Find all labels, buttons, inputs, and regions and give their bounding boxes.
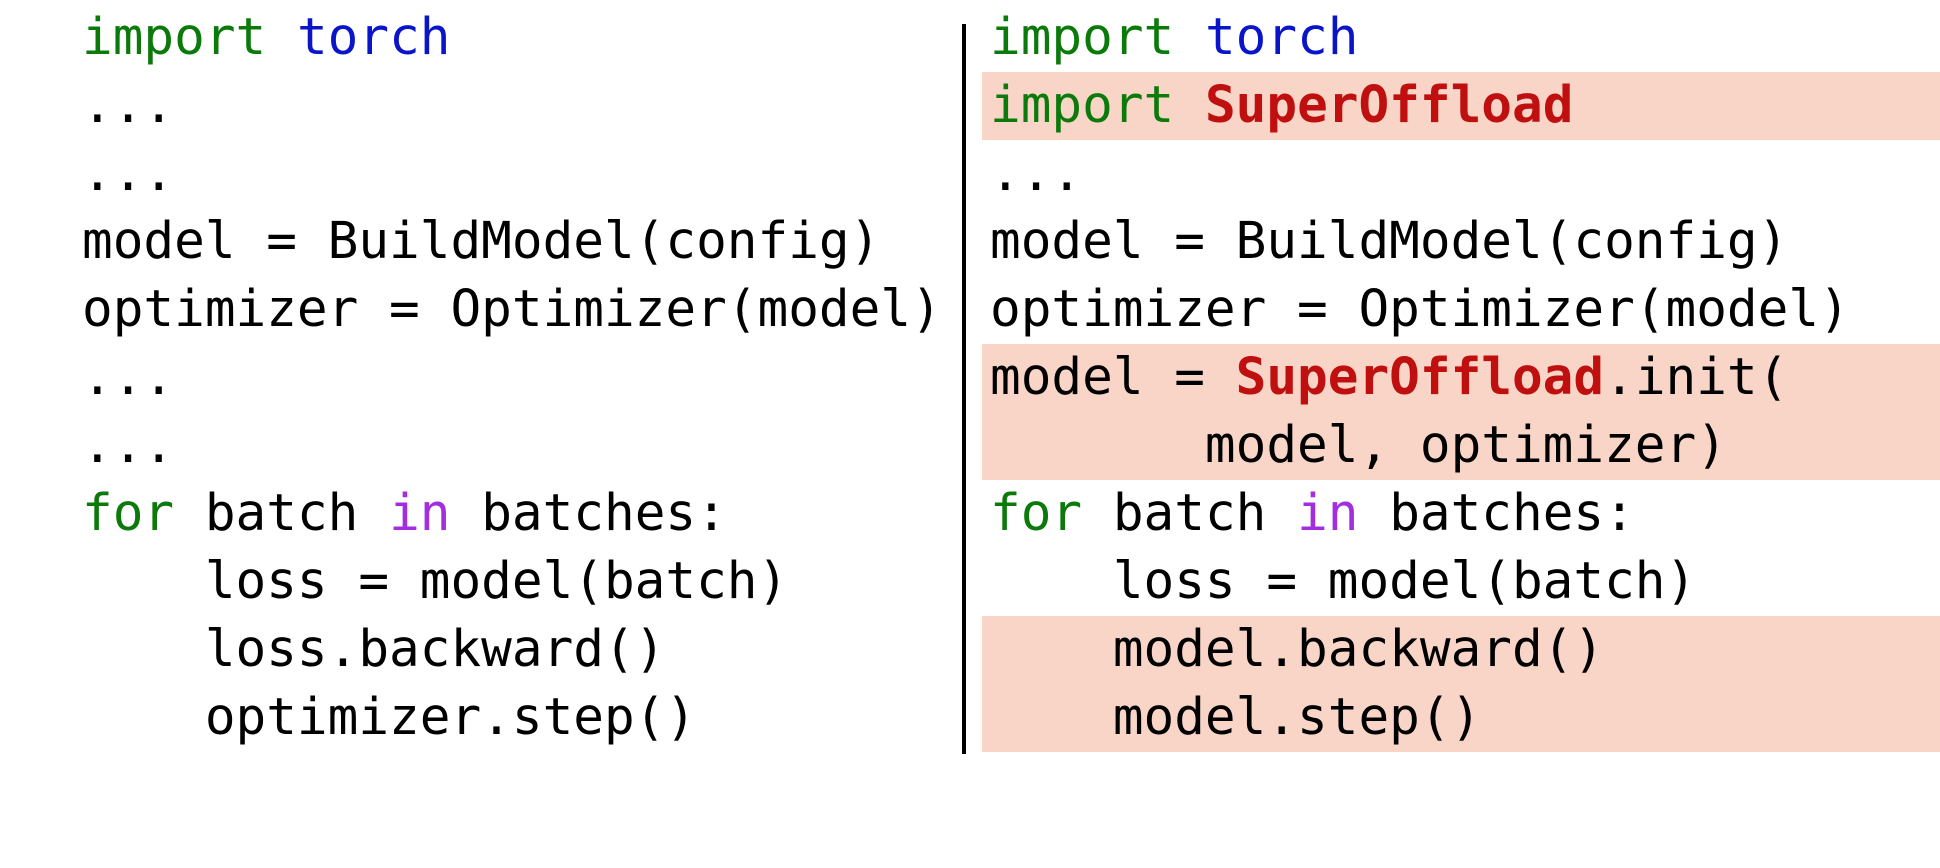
left-code-line: ... [82, 140, 1022, 208]
left-code-line: loss = model(batch) [82, 548, 1022, 616]
code-token-keyword: import [82, 8, 267, 67]
left-code-line: for batch in batches: [82, 480, 1022, 548]
code-token-plain: ... [82, 416, 175, 475]
code-token-plain: loss = model(batch) [82, 552, 789, 611]
right-code-line: model.backward() [982, 616, 1940, 684]
code-token-plain: ... [82, 76, 175, 135]
code-token-plain [1174, 76, 1205, 135]
code-token-plain: model = BuildModel(config) [990, 212, 1789, 271]
right-code-line: import torch [990, 4, 1930, 72]
right-code-line: for batch in batches: [990, 480, 1930, 548]
code-token-operator: in [389, 484, 451, 543]
code-token-module: torch [1204, 8, 1359, 67]
column-divider [962, 24, 966, 754]
added-line-highlight [982, 616, 1940, 684]
code-token-plain: model, optimizer) [990, 416, 1727, 475]
left-code-line: loss.backward() [82, 616, 1022, 684]
right-code-line: optimizer = Optimizer(model) [990, 276, 1930, 344]
code-token-module: torch [296, 8, 451, 67]
code-token-plain [1174, 8, 1205, 67]
original-code-block: import torch...... model = BuildModel(con… [82, 4, 1022, 752]
added-line-highlight [982, 684, 1940, 752]
code-token-plain: optimizer = Optimizer(model) [82, 280, 942, 339]
code-token-plain: optimizer.step() [82, 688, 697, 747]
right-code-line: import SuperOffload [982, 72, 1940, 140]
code-token-plain: ... [82, 144, 175, 203]
added-line-highlight [982, 344, 1940, 412]
left-code-line: ... [82, 412, 1022, 480]
code-token-operator: in [1297, 484, 1359, 543]
code-token-keyword: for [990, 484, 1083, 543]
code-token-plain: batches: [1358, 484, 1635, 543]
right-code-line: model = SuperOffload.init( [982, 344, 1940, 412]
code-token-keyword: for [82, 484, 175, 543]
left-code-line: ... [82, 344, 1022, 412]
code-token-plain: model = BuildModel(config) [82, 212, 881, 271]
right-code-line: ... [990, 140, 1930, 208]
code-token-plain: model.backward() [990, 620, 1605, 679]
code-token-plain: optimizer = Optimizer(model) [990, 280, 1850, 339]
code-token-plain: loss = model(batch) [990, 552, 1697, 611]
code-token-keyword: import [990, 76, 1175, 135]
right-code-line: model, optimizer) [982, 412, 1940, 480]
added-line-highlight [982, 412, 1940, 480]
code-token-plain: batches: [450, 484, 727, 543]
code-token-brand: SuperOffload [1235, 348, 1605, 407]
code-token-plain: model = [990, 348, 1236, 407]
code-token-plain: ... [990, 144, 1083, 203]
added-line-highlight [982, 72, 1940, 140]
right-code-line: model.step() [982, 684, 1940, 752]
code-token-plain: loss.backward() [82, 620, 666, 679]
left-code-line: optimizer = Optimizer(model) [82, 276, 1022, 344]
code-token-brand: SuperOffload [1204, 76, 1574, 135]
code-token-plain: batch [174, 484, 390, 543]
left-code-line: model = BuildModel(config) [82, 208, 1022, 276]
code-token-keyword: import [990, 8, 1175, 67]
right-code-line: model = BuildModel(config) [990, 208, 1930, 276]
left-code-line: optimizer.step() [82, 684, 1022, 752]
code-token-plain: batch [1082, 484, 1298, 543]
left-code-line: ... [82, 72, 1022, 140]
left-code-line: import torch [82, 4, 1022, 72]
code-token-plain: model.step() [990, 688, 1482, 747]
code-token-plain [266, 8, 297, 67]
code-token-plain: ... [82, 348, 175, 407]
code-token-plain: .init( [1604, 348, 1789, 407]
right-code-line: loss = model(batch) [990, 548, 1930, 616]
